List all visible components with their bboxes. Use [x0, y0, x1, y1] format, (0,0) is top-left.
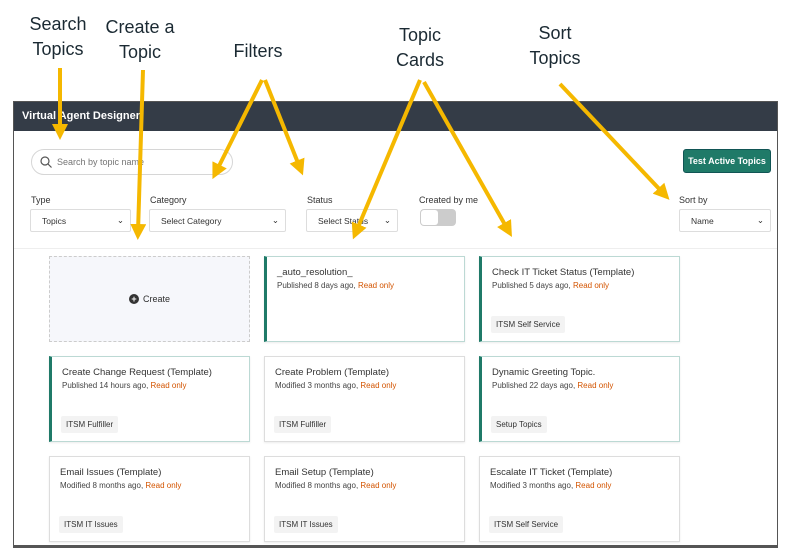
topic-card[interactable]: Create Change Request (Template) Publish…: [49, 356, 250, 442]
topic-status: Modified 3 months ago, Read only: [275, 381, 454, 390]
category-label: Category: [150, 195, 187, 205]
status-text: Modified 8 months ago,: [275, 481, 359, 490]
search-input[interactable]: [57, 157, 227, 167]
status-label: Status: [307, 195, 333, 205]
status-text: Modified 8 months ago,: [60, 481, 144, 490]
type-select[interactable]: Topics ⌄: [30, 209, 131, 232]
topic-card[interactable]: Email Setup (Template) Modified 8 months…: [264, 456, 465, 542]
read-only-label: Read only: [572, 281, 609, 290]
sort-select[interactable]: Name ⌄: [679, 209, 771, 232]
search-box[interactable]: [31, 149, 233, 175]
topic-card[interactable]: Email Issues (Template) Modified 8 month…: [49, 456, 250, 542]
read-only-label: Read only: [360, 381, 397, 390]
app-header: Virtual Agent Designer: [14, 102, 777, 131]
sort-by-label: Sort by: [679, 195, 708, 205]
chevron-down-icon: ⌄: [116, 215, 124, 225]
annotation-topic-cards: Topic Cards: [395, 25, 444, 70]
category-tag: ITSM Fulfiller: [274, 416, 332, 433]
topic-title: Email Issues (Template): [60, 467, 162, 478]
topic-title: Create Problem (Template): [275, 367, 390, 378]
topic-title: Dynamic Greeting Topic.: [492, 367, 596, 378]
status-text: Modified 3 months ago,: [275, 381, 359, 390]
status-value: Select Status: [318, 215, 369, 226]
topic-card[interactable]: Create Problem (Template) Modified 3 mon…: [264, 356, 465, 442]
topic-card[interactable]: Escalate IT Ticket (Template) Modified 3…: [479, 456, 680, 542]
chevron-down-icon: ⌄: [383, 215, 391, 225]
created-by-me-label: Created by me: [419, 195, 479, 205]
topic-title: Email Setup (Template): [275, 467, 374, 478]
read-only-label: Read only: [575, 481, 612, 490]
topic-status: Published 8 days ago, Read only: [277, 281, 454, 290]
category-tag: ITSM Self Service: [489, 516, 564, 533]
read-only-label: Read only: [360, 481, 397, 490]
type-value: Topics: [42, 215, 67, 226]
chevron-down-icon: ⌄: [271, 215, 279, 225]
create-topic-card[interactable]: +Create: [49, 256, 250, 342]
divider: [14, 248, 777, 249]
category-select[interactable]: Select Category ⌄: [149, 209, 286, 232]
topic-status: Published 22 days ago, Read only: [492, 381, 669, 390]
chevron-down-icon: ⌄: [756, 215, 764, 225]
topic-title: _auto_resolution_: [277, 267, 353, 278]
topic-card[interactable]: _auto_resolution_ Published 8 days ago, …: [264, 256, 465, 342]
topic-status: Modified 8 months ago, Read only: [275, 481, 454, 490]
category-tag: Setup Topics: [491, 416, 547, 433]
status-text: Published 5 days ago,: [492, 281, 571, 290]
annotation-sort-topics: Sort Topics: [529, 23, 581, 68]
created-by-me-toggle[interactable]: [420, 209, 456, 226]
status-text: Published 22 days ago,: [492, 381, 576, 390]
status-select[interactable]: Select Status ⌄: [306, 209, 398, 232]
topic-card[interactable]: Check IT Ticket Status (Template) Publis…: [479, 256, 680, 342]
status-text: Published 8 days ago,: [277, 281, 356, 290]
topic-title: Escalate IT Ticket (Template): [490, 467, 613, 478]
topic-status: Modified 3 months ago, Read only: [490, 481, 669, 490]
read-only-label: Read only: [577, 381, 614, 390]
sort-value: Name: [691, 215, 714, 226]
read-only-label: Read only: [145, 481, 182, 490]
create-label: Create: [142, 294, 170, 304]
topic-card[interactable]: Dynamic Greeting Topic. Published 22 day…: [479, 356, 680, 442]
category-tag: ITSM Fulfiller: [61, 416, 119, 433]
topic-title: Create Change Request (Template): [62, 367, 212, 378]
status-text: Published 14 hours ago,: [62, 381, 149, 390]
test-active-topics-button[interactable]: Test Active Topics: [683, 149, 771, 173]
topic-status: Modified 8 months ago, Read only: [60, 481, 239, 490]
annotation-filters: Filters: [233, 41, 283, 61]
read-only-label: Read only: [357, 281, 394, 290]
topic-status: Published 14 hours ago, Read only: [62, 381, 239, 390]
plus-circle-icon: +: [128, 294, 139, 304]
topic-title: Check IT Ticket Status (Template): [492, 267, 635, 278]
status-text: Modified 3 months ago,: [490, 481, 574, 490]
topic-status: Published 5 days ago, Read only: [492, 281, 669, 290]
category-tag: ITSM IT Issues: [59, 516, 123, 533]
read-only-label: Read only: [150, 381, 187, 390]
category-value: Select Category: [161, 215, 222, 226]
search-icon: [40, 156, 52, 168]
type-label: Type: [31, 195, 51, 205]
category-tag: ITSM Self Service: [491, 316, 566, 333]
annotation-search-topics: Search Topics: [29, 14, 87, 59]
category-tag: ITSM IT Issues: [274, 516, 338, 533]
annotation-create-topic: Create a Topic: [105, 17, 175, 62]
app-window: Virtual Agent Designer Test Active Topic…: [13, 101, 778, 548]
